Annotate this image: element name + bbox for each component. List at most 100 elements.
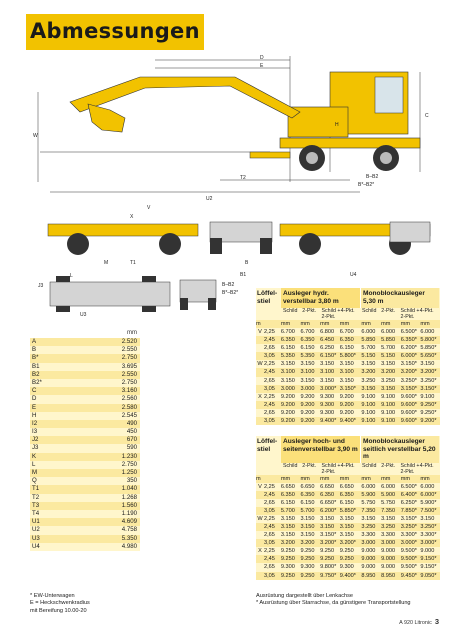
dimension-key: A bbox=[32, 338, 37, 345]
dimension-row: B*2.750 bbox=[30, 354, 140, 363]
excavator-side-view bbox=[69, 71, 421, 171]
table-cell: 3.200* bbox=[339, 540, 356, 547]
dimension-row: B2*2.750 bbox=[30, 378, 140, 388]
unit-label: mm bbox=[300, 321, 310, 327]
table-cell: 3.250* bbox=[400, 377, 417, 384]
row-label: V bbox=[258, 329, 262, 335]
sub-label: 2-Pkt. bbox=[302, 308, 317, 314]
table-cell: 3.200* bbox=[400, 369, 417, 376]
table-cell: 3.150* bbox=[400, 515, 417, 522]
dimension-value: 1.560 bbox=[121, 501, 137, 509]
table-cell: 7.500* bbox=[420, 507, 437, 514]
table-cell: 3.200* bbox=[420, 369, 437, 376]
table-cell: 9.500* bbox=[400, 548, 417, 555]
table-cell: 9.100 bbox=[361, 393, 376, 400]
dimension-key: U1 bbox=[32, 518, 40, 526]
table-cell: 5.850* bbox=[339, 507, 356, 514]
table-cell: 3.150 bbox=[320, 361, 335, 368]
table-cell: 3.150 bbox=[361, 385, 376, 392]
table-cell: 3.150 bbox=[361, 515, 376, 522]
table-cell: 9.200 bbox=[300, 418, 315, 425]
row-label bbox=[256, 385, 264, 393]
table-cell: 9.600* bbox=[400, 418, 417, 425]
table-cell: 6.350 bbox=[320, 491, 335, 498]
table-cell: 9.000 bbox=[381, 556, 396, 563]
row-label: X bbox=[258, 393, 262, 400]
table-cell: 6.400* bbox=[400, 491, 417, 498]
table-cell: 9.200 bbox=[339, 401, 354, 408]
stiel-length: 2,45 bbox=[263, 369, 275, 376]
table-cell: 3.250* bbox=[420, 377, 437, 384]
row-label bbox=[256, 368, 264, 376]
unit-label: mm bbox=[400, 475, 411, 482]
dimension-value: 3.160 bbox=[121, 387, 137, 395]
table-cell: 9.400* bbox=[339, 418, 356, 425]
table-cell: 3.100 bbox=[300, 369, 315, 376]
table-cell: 9.250 bbox=[339, 556, 354, 563]
table-cell: 6.700 bbox=[300, 329, 315, 335]
table-cell: 9.750* bbox=[320, 572, 337, 579]
table-cell: 9.250 bbox=[300, 556, 315, 563]
dim-label-C: C bbox=[425, 113, 429, 119]
unit-label: m bbox=[256, 475, 261, 482]
top-views bbox=[49, 276, 217, 312]
table-cell: 3.000* bbox=[400, 540, 417, 547]
table-cell: 3.150 bbox=[320, 377, 335, 384]
table-cell: 9.200 bbox=[339, 393, 354, 400]
table-cell: 6.000 bbox=[361, 329, 376, 335]
table-cell: 9.200 bbox=[300, 409, 315, 416]
table-cell: 3.150 bbox=[339, 361, 354, 368]
row-label bbox=[256, 555, 264, 563]
table-cell: 9.100 bbox=[361, 418, 376, 425]
row-label bbox=[256, 539, 264, 547]
table-cell: 5.750 bbox=[381, 499, 396, 506]
table-cell: 9.300 bbox=[320, 401, 335, 408]
stiel-header: Löffel-stiel bbox=[257, 438, 278, 453]
dimension-drawings: D E W H C U2 T2 V X B–B2 B*–B2* M T1 L B… bbox=[33, 55, 431, 317]
dimension-value: 1.230 bbox=[121, 452, 137, 460]
stiel-length: 2,25 bbox=[263, 393, 275, 400]
dimension-unit: mm bbox=[127, 330, 137, 336]
table-cell: 9.000 bbox=[361, 564, 376, 571]
table-cell: 6.500* bbox=[400, 483, 417, 490]
table-cell: 3.150* bbox=[339, 385, 356, 392]
table-cell: 3.150 bbox=[280, 523, 295, 530]
note: mit Bereifung 10.00-20 bbox=[30, 607, 87, 614]
table-cell: 6.350* bbox=[400, 337, 417, 344]
dimension-value: 4.758 bbox=[121, 526, 137, 534]
dimension-value: 1.190 bbox=[121, 509, 137, 517]
table-cell: 5.850* bbox=[420, 345, 437, 352]
sub-label: Schild bbox=[362, 308, 377, 314]
table-cell: 3.000* bbox=[320, 385, 337, 392]
table-cell: 6.350 bbox=[339, 337, 354, 344]
table-cell: 3.250 bbox=[381, 377, 396, 384]
table-cell: 6.650 bbox=[280, 483, 295, 490]
table-cell: 9.200 bbox=[280, 401, 295, 408]
table-cell: 9.800* bbox=[320, 564, 337, 571]
stiel-length: 2,25 bbox=[263, 483, 275, 490]
page-number: 3 bbox=[434, 617, 439, 626]
dimension-value: 1.040 bbox=[121, 485, 137, 493]
table-cell: 9.150* bbox=[420, 556, 437, 563]
stiel-length: 2,45 bbox=[263, 337, 275, 344]
table-cell: 9.000 bbox=[361, 556, 376, 563]
group-header-2: Monoblockausleger 5,30 m bbox=[360, 288, 439, 308]
table-cell: 5.900 bbox=[361, 491, 376, 498]
table-cell: 3.200 bbox=[300, 540, 315, 547]
dim-label-E: E bbox=[260, 63, 264, 69]
table-cell: 5.700 bbox=[361, 345, 376, 352]
table-cell: 6.700 bbox=[280, 329, 295, 335]
